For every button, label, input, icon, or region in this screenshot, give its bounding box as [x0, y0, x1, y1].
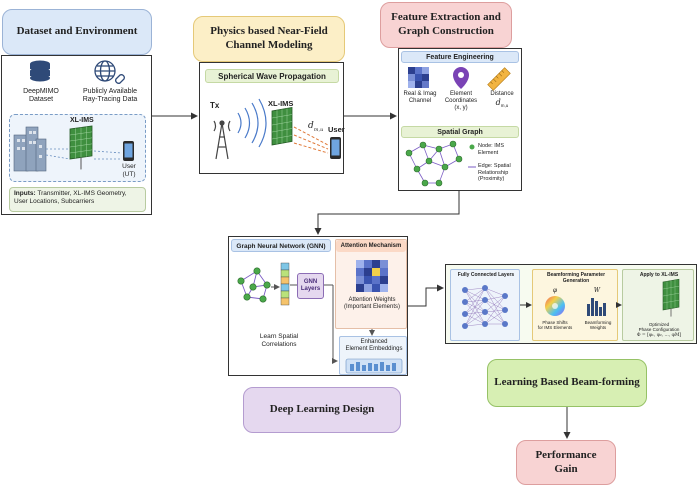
tx-label: Tx	[210, 101, 220, 110]
deepmimo-label: DeepMIMO Dataset	[23, 88, 59, 104]
stage3-panel: Feature Engineering Real & Imag Channel …	[398, 48, 522, 191]
feature-eng-header: Feature Engineering	[401, 51, 519, 63]
stage2-xlims-label: XL-IMS	[268, 99, 294, 108]
scene-xlims-label: XL-IMS	[70, 117, 94, 124]
tower-icon	[213, 120, 231, 160]
scene-user-label: User (UT)	[122, 163, 136, 178]
heatmap-icon	[408, 67, 429, 88]
stage2-title: Physics based Near-Field Channel Modelin…	[193, 16, 345, 62]
learn-spatial-label: Learn Spatial Correlations	[259, 333, 299, 348]
spatial-graph-icon	[405, 140, 476, 187]
distance-symbol: d	[308, 121, 314, 131]
stage3-title: Feature Extraction and Graph Constructio…	[380, 2, 512, 48]
stage3-title-text: Feature Extraction and Graph Constructio…	[391, 11, 501, 37]
bf-header: Beamforming Parameter Generation	[546, 272, 606, 284]
inputs-text: Transmitter, XL-IMS Geometry, User Locat…	[14, 190, 127, 206]
distance-label: dm,u	[308, 121, 323, 133]
w-symbol: W	[593, 287, 601, 294]
spatial-graph-header: Spatial Graph	[401, 126, 519, 138]
apply-section: Apply to XL-IMS Optimized Phase Configur…	[622, 269, 694, 341]
feature-distance-subscript: m,u	[500, 103, 509, 109]
stage5-arrows	[520, 302, 622, 308]
ruler-icon	[487, 67, 511, 91]
inputs-box: Inputs: Transmitter, XL-IMS Geometry, Us…	[9, 187, 146, 212]
edge-legend: Edge: Spatial Relationship (Proximity)	[478, 163, 511, 183]
attention-heatmap	[356, 260, 388, 292]
spherical-waves	[237, 98, 267, 148]
color-wheel-icon	[545, 296, 565, 316]
attention-weights-label: Attention Weights (Important Elements)	[343, 297, 401, 311]
enhanced-label: Enhanced Element Embeddings	[345, 339, 403, 353]
gnn-graph-icon	[237, 262, 333, 306]
database-icon	[30, 60, 50, 82]
stage2-user-label: User	[328, 125, 345, 134]
stage4-arrows	[332, 285, 375, 364]
spherical-header: Spherical Wave Propagation	[205, 69, 339, 83]
stage2-phone-icon	[330, 137, 341, 159]
xlims-panel-icon	[69, 125, 93, 170]
node-legend: Node: IMS Element	[478, 143, 504, 156]
globe-icon	[94, 60, 125, 84]
gnn-layers-box: GNN Layers	[297, 273, 324, 299]
arrow-4-5	[408, 284, 444, 307]
phone-icon	[123, 141, 134, 161]
apply-label: Apply to XL-IMS	[639, 272, 679, 278]
attention-header: Attention Mechanism	[336, 240, 406, 252]
distance-subscript: m,u	[313, 126, 324, 133]
feature-real-imag: Real & Imag Channel	[403, 91, 437, 105]
phase-shifts-label: Phase Shifts for IMS Elements	[537, 320, 573, 331]
stage2-title-text: Physics based Near-Field Channel Modelin…	[210, 25, 328, 51]
stage6-label: Performance Gain	[516, 440, 616, 485]
stage1-title-text: Dataset and Environment	[16, 25, 138, 38]
inputs-label: Inputs:	[14, 190, 36, 197]
bf-weights-label: Beamforming Weights	[584, 320, 612, 331]
stage5-panel: Fully Connected Layers Beamforming Param…	[445, 264, 697, 344]
stage4-label-text: Deep Learning Design	[269, 403, 375, 416]
embedding-bars-icon	[345, 358, 403, 374]
stage4-panel: Graph Neural Network (GNN) GNN Layers Le…	[228, 236, 408, 376]
bf-section: Beamforming Parameter Generation φ Phase…	[532, 269, 618, 341]
optimized-label: Optimized Phase Configuration	[638, 322, 680, 333]
feature-distance-symbol: d	[495, 98, 501, 108]
feature-coordinates: Element Coordinates (x, y)	[444, 91, 478, 112]
stage5-label: Learning Based Beam-forming	[487, 359, 647, 407]
stage5-label-text: Learning Based Beam-forming	[494, 376, 640, 389]
arrow-3-4	[314, 191, 460, 235]
enhanced-section: Enhanced Element Embeddings	[339, 336, 407, 375]
fc-label: Fully Connected Layers	[457, 272, 515, 278]
gnn-header: Graph Neural Network (GNN)	[231, 239, 331, 252]
raytracing-label: Publicly Available Ray-Tracing Data	[82, 88, 138, 104]
stage6-label-text: Performance Gain	[535, 448, 597, 475]
weights-bar-icon	[587, 298, 606, 316]
feature-distance-label: Distance	[490, 91, 514, 97]
stage4-label: Deep Learning Design	[243, 387, 401, 433]
phase-formula: Φ = [φ₁, φ₂, ..., φM]	[636, 333, 682, 338]
stage1-title: Dataset and Environment	[2, 9, 152, 55]
stage1-panel: DeepMIMO Dataset Publicly Available Ray-…	[1, 55, 152, 215]
fc-section: Fully Connected Layers	[450, 269, 520, 341]
buildings-icon	[13, 126, 123, 172]
neural-net-icon	[462, 285, 508, 329]
phi-symbol: φ	[552, 287, 558, 294]
attention-section: Attention Mechanism Attention Weights (I…	[335, 239, 407, 329]
feature-icons	[408, 67, 511, 91]
apply-xlims-icon	[662, 278, 680, 317]
stage2-xlims-icon	[271, 107, 329, 154]
scene-box: XL-IMS User (UT)	[9, 114, 146, 182]
gnn-layers-label: GNN Layers	[300, 278, 321, 292]
feature-distance: Distance dm,u	[483, 91, 521, 109]
location-pin-icon	[453, 67, 469, 89]
stage2-panel: Spherical Wave Propagation Tx	[199, 62, 345, 174]
